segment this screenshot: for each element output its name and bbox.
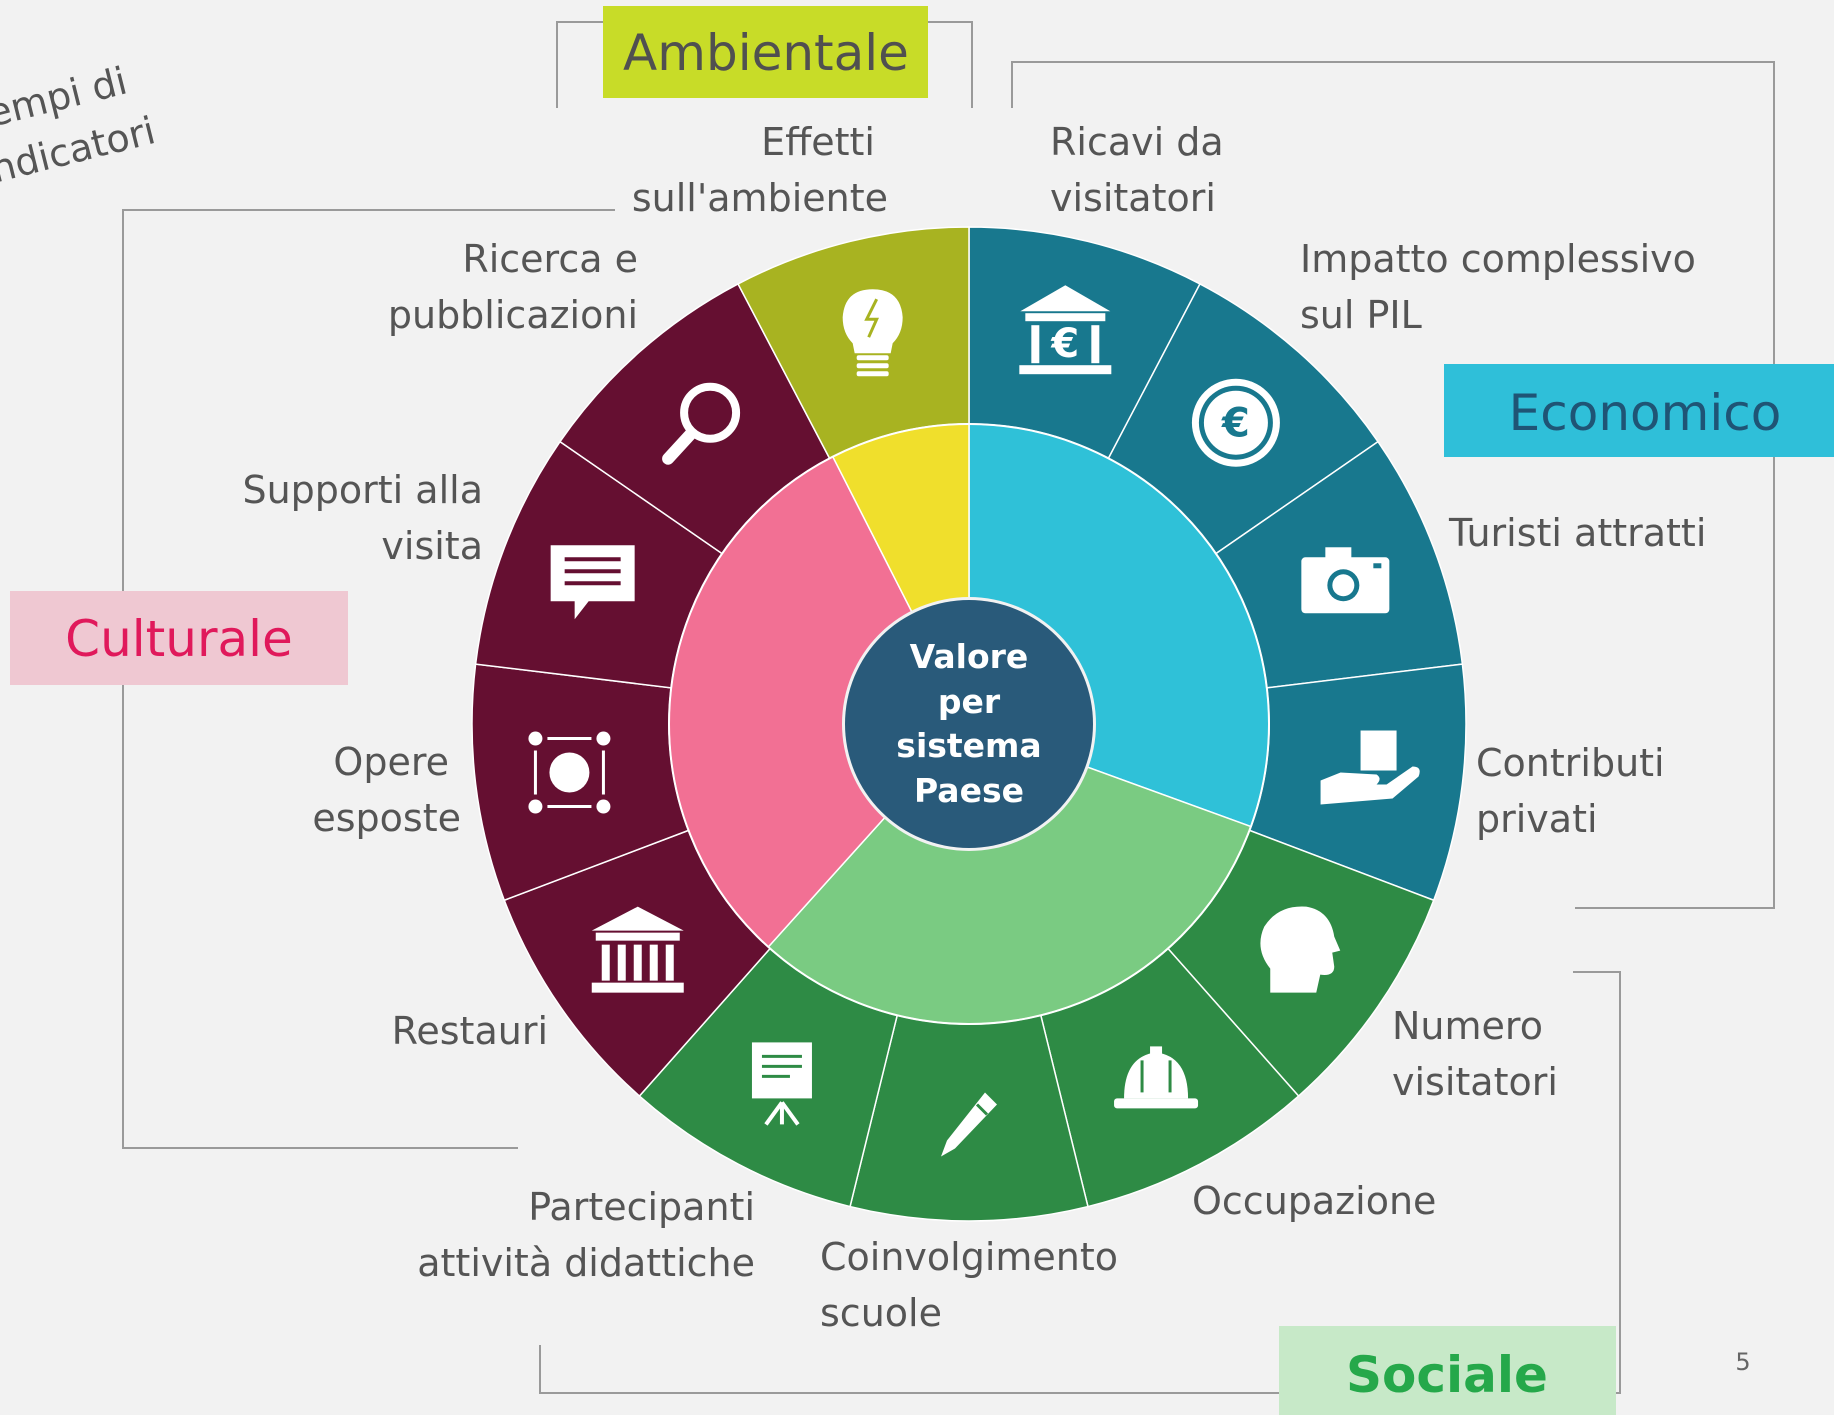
center-line-2: per <box>938 682 1001 721</box>
label-occupazione: Occupazione <box>1192 1179 1436 1223</box>
culturale-label: Culturale <box>65 610 293 668</box>
label-ricavi-2: visitatori <box>1050 176 1216 220</box>
label-opere-1: Opere <box>333 740 449 784</box>
label-ricerca-1: Ricerca e <box>462 237 638 281</box>
center-disc <box>845 600 1093 848</box>
presentation-board-icon <box>751 1042 812 1126</box>
label-effetti-2: sull'ambiente <box>632 176 888 220</box>
label-pil-2: sul PIL <box>1300 293 1422 337</box>
speech-bubble-icon <box>550 545 635 620</box>
center-line-4: Paese <box>914 771 1024 810</box>
corner-title: empi di ndicatori <box>0 59 160 192</box>
magnifier-icon <box>662 382 741 465</box>
center-line-3: sistema <box>896 726 1041 765</box>
economico-label: Economico <box>1509 384 1782 442</box>
label-ricavi-1: Ricavi da <box>1050 120 1224 164</box>
museum-icon <box>591 906 684 993</box>
lightbulb-icon <box>842 289 903 377</box>
label-scuole-2: scuole <box>820 1291 942 1335</box>
euro-coin-icon: € <box>1191 378 1280 467</box>
svg-text:€: € <box>1221 401 1250 447</box>
label-effetti-1: Effetti <box>761 120 875 164</box>
wheel: €€ Valore per sistema Paese <box>471 226 1467 1222</box>
label-restauri: Restauri <box>392 1009 548 1053</box>
page-number: 5 <box>1735 1348 1750 1376</box>
hand-box-icon <box>1320 730 1420 805</box>
svg-text:€: € <box>1050 321 1079 367</box>
bank-euro-icon: € <box>1019 285 1112 375</box>
economico-box <box>1444 364 1834 457</box>
ambientale-box <box>603 6 928 98</box>
label-turisti: Turisti attratti <box>1448 511 1706 555</box>
label-partecipanti-1: Partecipanti <box>528 1185 755 1229</box>
label-visitatori-2: visitatori <box>1392 1060 1558 1104</box>
sociale-label: Sociale <box>1346 1346 1548 1404</box>
head-icon <box>1260 906 1341 993</box>
culturale-box <box>10 591 348 685</box>
label-scuole-1: Coinvolgimento <box>820 1235 1118 1279</box>
hard-hat-icon <box>1114 1046 1199 1109</box>
economico-bracket <box>1011 61 1775 909</box>
camera-icon <box>1301 547 1390 614</box>
label-partecipanti-2: attività didattiche <box>417 1241 755 1285</box>
label-supporti-2: visita <box>381 524 483 568</box>
artwork-icon <box>528 731 611 814</box>
label-opere-2: esposte <box>312 796 461 840</box>
label-supporti-1: Supporti alla <box>242 468 483 512</box>
sociale-bracket <box>539 971 1621 1394</box>
ambientale-label: Ambientale <box>623 24 909 82</box>
pen-icon <box>941 1092 997 1157</box>
indicator-labels: Ricavi da visitatori Impatto complessivo… <box>242 120 1706 1335</box>
label-visitatori-1: Numero <box>1392 1004 1543 1048</box>
label-ricerca-2: pubblicazioni <box>388 293 638 337</box>
icons: €€ <box>528 285 1420 1157</box>
label-contributi-2: privati <box>1476 797 1598 841</box>
sociale-box <box>1279 1326 1616 1415</box>
label-contributi-1: Contributi <box>1476 741 1665 785</box>
center-line-1: Valore <box>910 637 1029 676</box>
center-label: Valore per sistema Paese <box>896 637 1041 810</box>
label-pil-1: Impatto complessivo <box>1300 237 1696 281</box>
